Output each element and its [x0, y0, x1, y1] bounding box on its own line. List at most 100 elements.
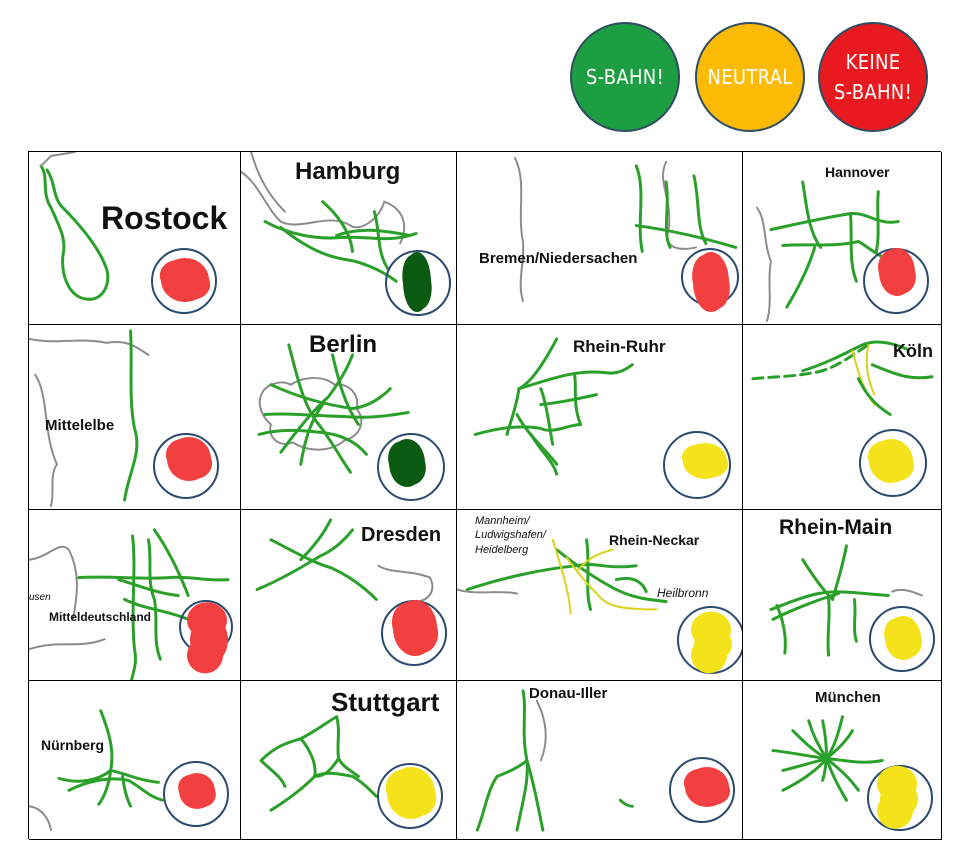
rhein-main-line-0: [769, 590, 890, 611]
rhein-main-line-6: [852, 597, 858, 643]
rhein-neckar-label-0: Rhein-Neckar: [609, 532, 700, 548]
rhein-neckar-line-6: [457, 588, 518, 595]
dresden-line-3: [299, 518, 333, 562]
legend-neutral-label: NEUTRAL: [707, 65, 793, 89]
mitteldeutschland-network-map: [29, 528, 230, 680]
rhein-neckar-line-4: [565, 556, 658, 611]
hamburg-line-5: [372, 210, 390, 271]
rhein-neckar-label-2: Heilbronn: [657, 586, 709, 600]
nuernberg-network-map: [29, 709, 164, 832]
donau-iller-line-2: [525, 759, 545, 832]
berlin-line-4: [279, 353, 354, 454]
nuernberg-line-5: [29, 805, 53, 832]
rostock-line-1: [40, 152, 76, 167]
mittelelbe-line-0: [29, 337, 150, 356]
rostock-network-map: [39, 152, 110, 301]
rhein-main-vote-mark: [884, 616, 922, 660]
mittelelbe-network-map: [29, 329, 150, 508]
stuttgart-vote-mark: [385, 767, 437, 819]
hannover-vote-mark: [878, 248, 916, 296]
hannover-network-map: [756, 180, 900, 323]
stuttgart-line-4: [335, 715, 360, 778]
hamburg-line-3: [279, 226, 398, 283]
rhein-neckar-line-1: [585, 538, 593, 611]
hamburg-line-1: [250, 152, 286, 213]
rhein-ruhr-vote-mark: [681, 443, 729, 479]
cell-rostock: Rostock: [29, 152, 241, 325]
donau-iller-network-map: [475, 689, 634, 832]
hamburg-line-4: [321, 200, 354, 253]
mitteldeutschland-line-4: [117, 578, 180, 597]
mittelelbe-vote-mark: [165, 437, 213, 481]
dresden-network-map: [255, 518, 434, 603]
dresden-line-2: [269, 538, 378, 601]
koeln-line-5: [856, 377, 892, 417]
hannover-label-0: Hannover: [825, 164, 890, 180]
nuernberg-vote-ring: [163, 761, 229, 827]
nuernberg-label-0: Nürnberg: [41, 737, 104, 753]
legend-keine-s-bahn-label: KEINE S-BAHN!: [833, 50, 913, 104]
koeln-vote-mark: [867, 439, 915, 483]
mitteldeutschland-label-1: usen: [29, 592, 51, 603]
hamburg-label-0: Hamburg: [295, 158, 401, 185]
rostock-line-0: [39, 164, 110, 301]
muenchen-line-5: [825, 715, 844, 761]
rhein-ruhr-line-1: [517, 363, 634, 391]
bremen-line-3: [664, 180, 672, 249]
koeln-label-0: Köln: [893, 341, 933, 361]
rhein-neckar-line-3: [577, 548, 614, 571]
hamburg-network-map: [241, 152, 418, 283]
rhein-neckar-network-map: [457, 538, 668, 615]
berlin-vote-mark: [388, 439, 426, 487]
rhein-neckar-line-7: [551, 538, 572, 615]
mitteldeutschland-line-3: [77, 575, 230, 582]
rhein-ruhr-line-7: [529, 432, 559, 476]
rhein-ruhr-label-0: Rhein-Ruhr: [573, 337, 666, 356]
rhein-ruhr-line-2: [473, 422, 583, 436]
hannover-line-1: [801, 180, 823, 249]
rhein-main-line-5: [826, 597, 831, 657]
muenchen-label-0: München: [815, 689, 881, 706]
berlin-label-0: Berlin: [309, 331, 378, 358]
hamburg-vote-mark: [402, 252, 432, 312]
dresden-vote-mark: [391, 600, 439, 656]
rhein-main-vote-ring: [869, 606, 935, 672]
donau-iller-vote-mark: [683, 767, 731, 807]
legend-s-bahn-label: S-BAHN!: [585, 65, 665, 89]
donau-iller-vote-ring: [669, 757, 735, 823]
muenchen-line-6: [825, 757, 848, 802]
nuernberg-line-1: [109, 768, 160, 784]
muenchen-vote-mark: [877, 765, 918, 829]
stuttgart-vote-ring: [377, 763, 443, 829]
bremen-line-4: [634, 224, 738, 249]
legend-s-bahn-circle: S-BAHN!: [570, 22, 680, 132]
rhein-main-line-2: [801, 558, 835, 601]
bremen-line-5: [692, 174, 708, 245]
mitteldeutschland-line-1: [29, 638, 106, 651]
hannover-line-5: [848, 212, 858, 283]
berlin-line-7: [331, 353, 360, 426]
donau-iller-line-3: [495, 759, 529, 778]
stuttgart-network-map: [259, 715, 378, 812]
rhein-ruhr-vote-ring: [663, 431, 731, 499]
koeln-vote-ring: [859, 429, 927, 497]
berlin-line-2: [269, 383, 392, 411]
hamburg-line-6: [335, 228, 412, 238]
stuttgart-line-0: [259, 715, 339, 762]
cell-donau-iller: Donau-Iller: [457, 681, 743, 840]
koeln-line-4: [870, 363, 934, 380]
dresden-label-0: Dresden: [361, 524, 442, 546]
rhein-ruhr-line-5: [573, 373, 583, 426]
rhein-main-line-3: [831, 544, 848, 601]
bremen-line-2: [634, 164, 644, 253]
cell-mittelelbe: Mittelelbe: [29, 325, 241, 510]
nuernberg-line-2: [67, 777, 164, 802]
bremen-line-0: [513, 156, 525, 303]
rhein-ruhr-network-map: [473, 337, 634, 476]
berlin-line-1: [287, 343, 352, 474]
rostock-vote-mark: [159, 258, 211, 302]
rhein-ruhr-line-6: [539, 393, 599, 407]
rhein-neckar-line-5: [614, 576, 648, 594]
